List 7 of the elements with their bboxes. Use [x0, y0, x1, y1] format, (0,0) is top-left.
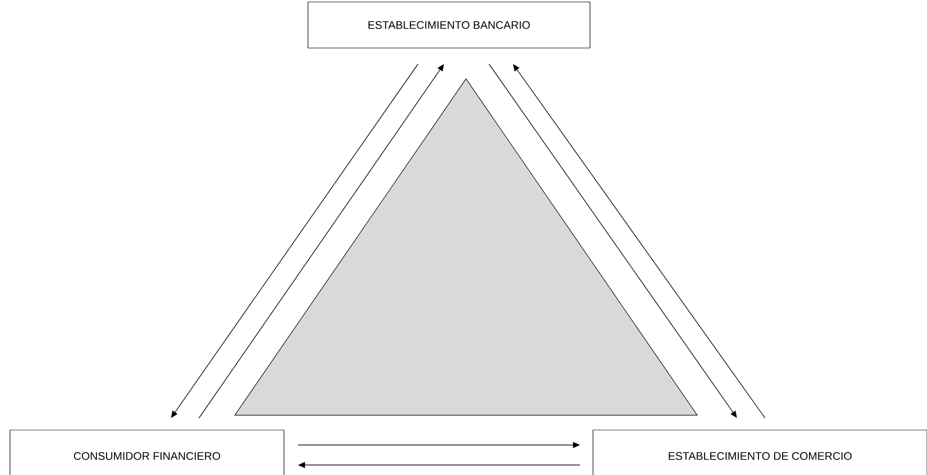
text-box: ESTABLECIMIENTO DE COMERCIO — [592, 430, 927, 475]
arrow — [488, 64, 737, 418]
arrow — [513, 64, 766, 418]
arrow — [171, 64, 418, 418]
arrow — [198, 64, 444, 418]
text-box: ESTABLECIMIENTO BANCARIO — [308, 2, 590, 48]
text-box: CONSUMIDOR FINANCIERO — [10, 430, 284, 475]
